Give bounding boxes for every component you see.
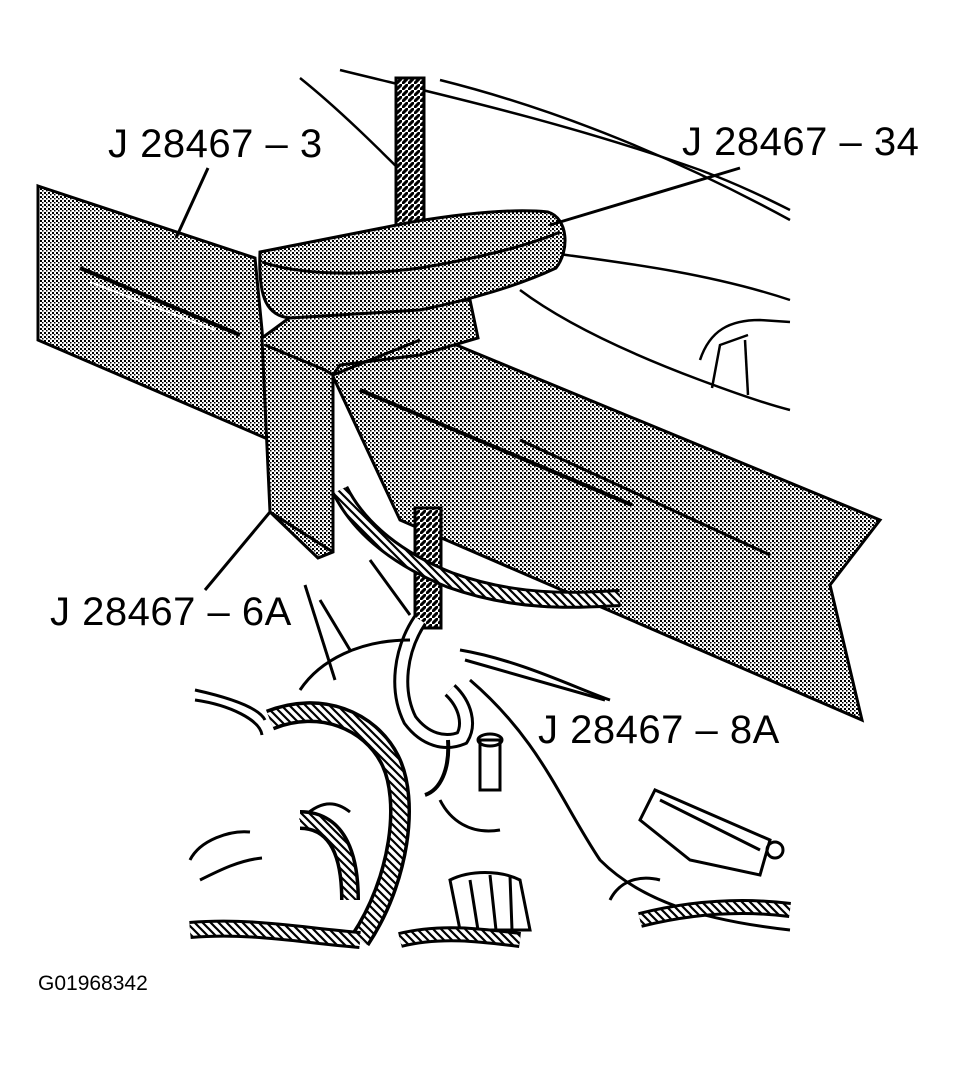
callout-j28467-3: J 28467 – 3 [108,122,323,166]
wiring-harness-lower [189,701,791,949]
leader-line-8a-a [303,584,337,681]
callout-j28467-34: J 28467 – 34 [682,120,920,164]
support-bar-right [327,328,883,723]
clamp-plate-34 [258,209,567,320]
leader-line-6a [203,511,272,591]
leader-line-8a-b [318,599,352,651]
figure-id: G01968342 [38,972,148,995]
leader-line-34 [549,166,741,227]
hook-8a [393,615,474,797]
threaded-rod-upper [394,76,426,242]
leader-line-3 [174,167,210,239]
support-bar-left [36,183,272,443]
callout-j28467-6a: J 28467 – 6A [50,590,292,634]
leader-lines [174,166,741,702]
callout-j28467-8a: J 28467 – 8A [538,708,780,752]
engine-components [188,638,791,932]
leader-line-8a [464,658,606,702]
